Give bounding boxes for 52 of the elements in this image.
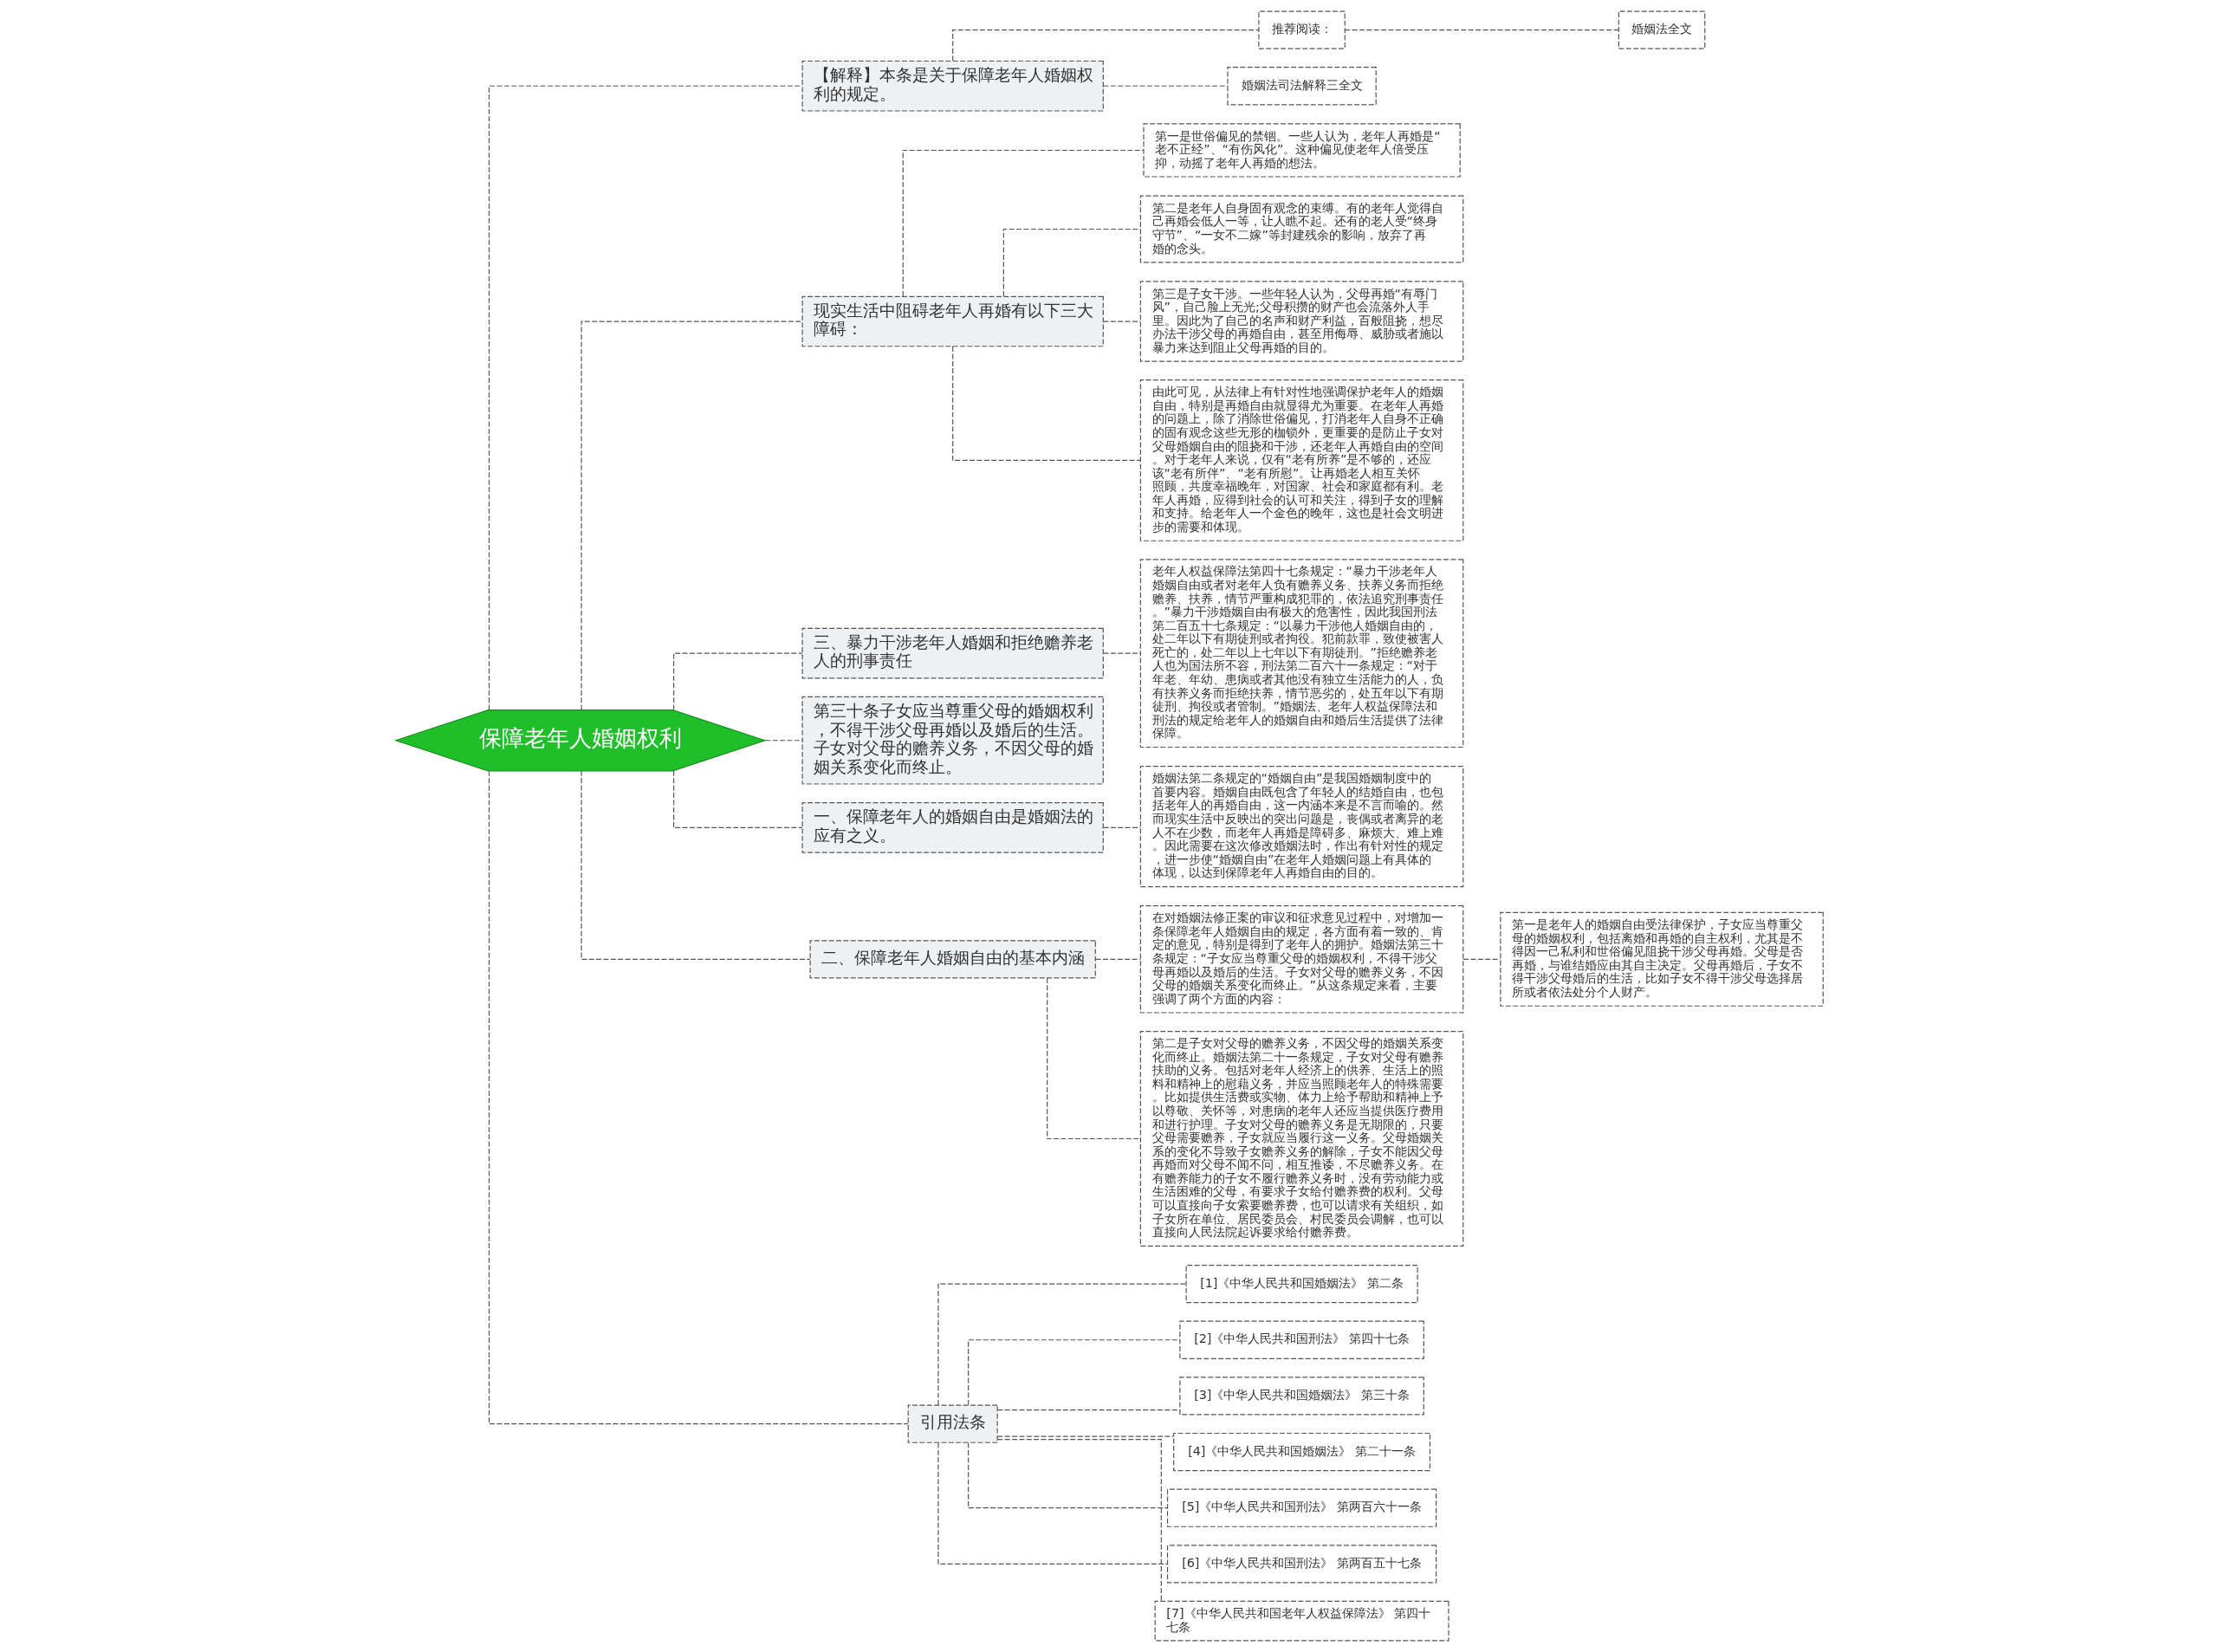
node-box: [7]《中华人民共和国老年人权益保障法》 第四十七条 xyxy=(1154,1600,1449,1642)
connector xyxy=(672,770,803,828)
node-box: 第一是世俗偏见的禁锢。一些人认为，老年人再婚是“老不正经”、“有伤风化”。这种偏见使老年人倍受压抑，动摇了老年人再婚的想法。 xyxy=(1142,123,1461,178)
connector xyxy=(1102,85,1228,87)
connector xyxy=(951,29,1259,62)
node-box: 第二是老年人自身固有观念的束缚。有的老年人觉得自己再婚会低人一等，让人瞧不起。还有的老人受“终身守节”、“一女不二嫁”等封建残余的影响，放弃了再婚的念头。 xyxy=(1139,195,1463,263)
connector xyxy=(1002,228,1141,297)
connector xyxy=(1462,958,1501,960)
node-box: [4]《中华人民共和国婚姻法》 第二十一条 xyxy=(1172,1432,1430,1472)
node-box: 第三是子女干涉。一些年轻人认为，父母再婚“有辱门风”，自己脸上无光;父母积攒的财产也会流落外人手里。因此为了自己的名声和财产利益，百般阻挠，想尽办法干涉父母的再婚自由，甚至用侮辱、威胁或者施以暴力来达到阻止父母再婚的目的。 xyxy=(1139,281,1463,362)
connector xyxy=(1102,826,1141,828)
node-box: 在对婚姻法修正案的审议和征求意见过程中，对增加一条保障老年人婚姻自由的规定，各方面有着一致的、肯定的意见，特别是得到了老年人的拥护。婚姻法第三十条规定：“子女应当尊重父母的婚姻权利，不得干涉父母再婚以及婚后的生活。子女对父母的赡养义务，不因父母的婚姻关系变化而终止。”从这条规定来看，主要强调了两个方面的内容： xyxy=(1139,905,1463,1014)
node-box: [3]《中华人民共和国婚姻法》 第三十条 xyxy=(1178,1377,1424,1416)
connector xyxy=(488,770,908,1425)
node-box: 第三十条子女应当尊重父母的婚姻权利，不得干涉父母再婚以及婚后的生活。子女对父母的赡养义务，不因父母的婚姻关系变化而终止。 xyxy=(801,696,1104,785)
node-box: 一、保障老年人的婚姻自由是婚姻法的应有之义。 xyxy=(801,801,1104,853)
connector xyxy=(967,1339,1180,1406)
node-box: 婚姻法司法解释三全文 xyxy=(1226,67,1377,106)
connector xyxy=(937,1283,1186,1406)
node-box: [1]《中华人民共和国婚姻法》 第二条 xyxy=(1185,1264,1418,1304)
node-box: 引用法条 xyxy=(907,1404,998,1443)
connector xyxy=(580,770,810,960)
connector xyxy=(580,321,803,711)
connector xyxy=(996,1439,1162,1602)
node-box: 现实生活中阻碍老年人再婚有以下三大障碍： xyxy=(801,295,1104,347)
node-box: 婚姻法第二条规定的“婚姻自由”是我国婚姻制度中的首要内容。婚姻自由既包含了年轻人的结婚自由，也包括老年人的再婚自由，这一内涵本来是不言而喻的。然而现实生活中反映出的突出问题是，丧偶或者离异的老人不在少数，而老年人再婚是障碍多、麻烦大、难上难。因此需要在这次修改婚姻法时，作出有针对性的规定，进一步使“婚姻自由”在老年人婚姻问题上有具体的体现，以达到保障老年人再婚自由的目的。 xyxy=(1139,766,1463,888)
node-box: 二、保障老年人婚姻自由的基本内涵 xyxy=(809,940,1096,979)
node-box: 婚姻法全文 xyxy=(1618,10,1705,49)
connector xyxy=(1344,29,1619,31)
node-box: [2]《中华人民共和国刑法》 第四十七条 xyxy=(1178,1320,1424,1359)
connector xyxy=(1102,321,1141,322)
connector xyxy=(764,740,803,742)
connector xyxy=(902,149,1145,297)
node-box: 三、暴力干涉老年人婚姻和拒绝赡养老人的刑事责任 xyxy=(801,627,1104,679)
node-box: [5]《中华人民共和国刑法》 第两百六十一条 xyxy=(1166,1488,1437,1527)
connector xyxy=(996,1409,1180,1411)
node-box: 第二是子女对父母的赡养义务，不因父母的婚姻关系变化而终止。婚姻法第二十一条规定，子女对父母有赡养扶助的义务。包括对老年人经济上的供养、生活上的照料和精神上的慰藉义务，并应当照顾老年人的特殊需要。比如提供生活费或实物、体力上给予帮助和精神上予以尊敬、关怀等，对患病的老年人还应当提供医疗费用和进行护理。子女对父母的赡养义务是无期限的，只要父母需要赡养，子女就应当履行这一义务。父母婚姻关系的变化不导致子女赡养义务的解除，子女不能因父母再婚而对父母不闻不问，相互推诿，不尽赡养义务。在有赡养能力的子女不履行赡养义务时，没有劳动能力或生活困难的父母，有要求子女给付赡养费的权利。父母可以直接向子女索要赡养费，也可以请求有关组织，如子女所在单位、居民委员会、村民委员会调解，也可以直接向人民法院起诉要求给付赡养费。 xyxy=(1139,1030,1463,1247)
node-box: [6]《中华人民共和国刑法》 第两百五十七条 xyxy=(1166,1545,1437,1584)
node-box: 老年人权益保障法第四十七条规定：“暴力干涉老年人婚姻自由或者对老年人负有赡养义务、扶养义务而拒绝赡养、扶养，情节严重构成犯罪的，依法追究刑事责任。”暴力干涉婚姻自由有极大的危害性，因此我国刑法第二百五十七条规定：“以暴力干涉他人婚姻自由的，处二年以下有期徒刑或者拘役。犯前款罪，致使被害人死亡的，处二年以上七年以下有期徒刑。”拒绝赡养老人也为国法所不容，刑法第二百六十一条规定：“对于年老、年幼、患病或者其他没有独立生活能力的人，负有扶养义务而拒绝扶养，情节恶劣的，处五年以下有期徒刑、拘役或者管制。”婚姻法、老年人权益保障法和刑法的规定给老年人的婚姻自由和婚后生活提供了法律保障。 xyxy=(1139,559,1463,748)
connector xyxy=(1094,958,1141,960)
connector xyxy=(967,1442,1168,1509)
connector xyxy=(937,1441,1168,1565)
connector xyxy=(996,1435,1174,1437)
connector xyxy=(1102,652,1141,654)
node-box: 推荐阅读： xyxy=(1257,10,1346,49)
connector xyxy=(1046,977,1141,1140)
node-box: 第一是老年人的婚姻自由受法律保护，子女应当尊重父母的婚姻权利，包括离婚和再婚的自主权利，尤其是不得因一己私利和世俗偏见阻挠干涉父母再婚。父母是否再婚，与谁结婚应由其自主决定。父母再婚后，子女不得干涉父母婚后的生活，比如子女不得干涉父母选择居所或者依法处分个人财产。 xyxy=(1499,911,1824,1007)
connector xyxy=(488,85,803,710)
connector xyxy=(951,346,1140,462)
node-box: 由此可见，从法律上有针对性地强调保护老年人的婚姻自由，特别是再婚自由就显得尤为重要。在老年人再婚的问题上，除了消除世俗偏见，打消老年人自身不正确的固有观念这些无形的枷锁外，更重要的是防止子女对父母婚姻自由的阻挠和干涉，还老年人再婚自由的空间。对于老年人来说，仅有“老有所养”是不够的，还应该“老有所伴”、“老有所慰”。让再婚老人相互关怀照顾，共度幸福晚年，对国家、社会和家庭都有利。老年人再婚，应得到社会的认可和关注，得到子女的理解和支持。给老年人一个金色的晚年，这也是社会文明进步的需要和体现。 xyxy=(1139,379,1463,541)
connector xyxy=(672,652,803,711)
node-box: 【解释】本条是关于保障老年人婚姻权利的规定。 xyxy=(801,60,1104,112)
